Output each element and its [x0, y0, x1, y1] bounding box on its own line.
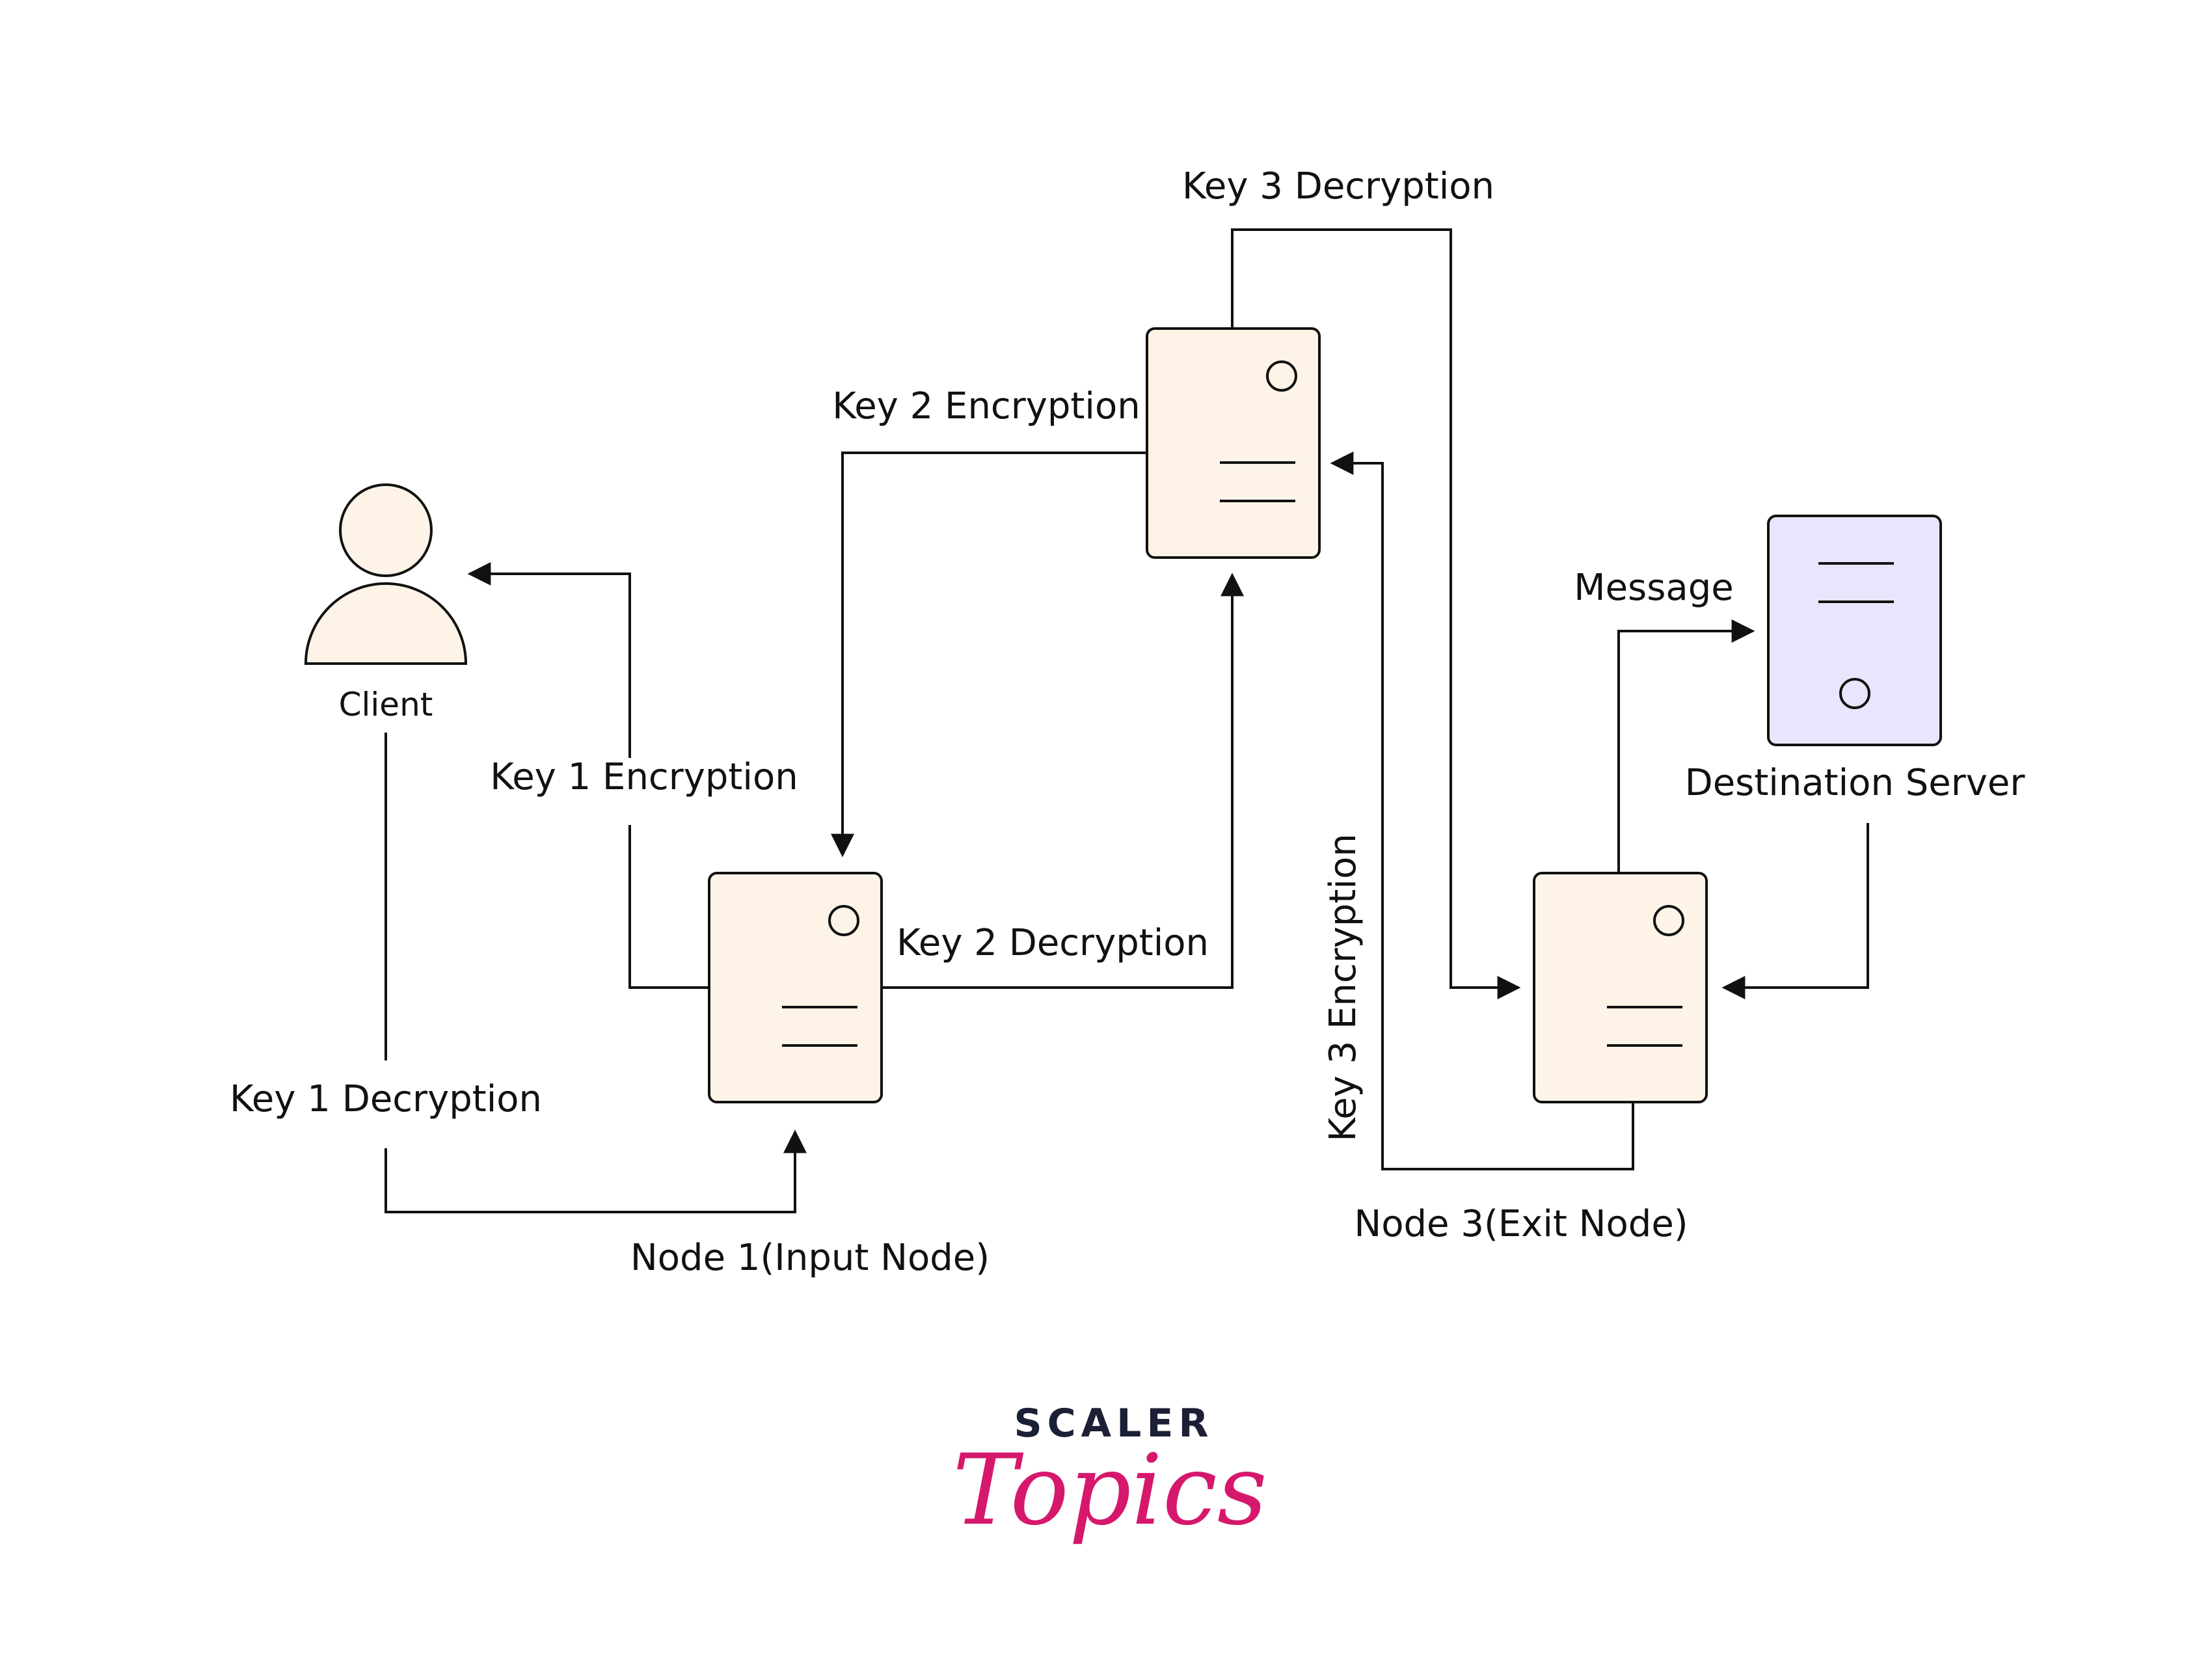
key1-decryption-label: Key 1 Decryption — [230, 1078, 542, 1120]
key2-encryption-label: Key 2 Encryption — [832, 385, 1140, 427]
key3-encryption-path — [1330, 452, 1634, 1170]
key3-decryption-path — [1231, 228, 1521, 999]
client-body — [304, 582, 468, 665]
key3-decryption-label: Key 3 Decryption — [1182, 165, 1494, 208]
key2-decryption-path — [882, 573, 1244, 989]
key1-decryption-path — [384, 1129, 807, 1213]
key3-encryption-label: Key 3 Encryption — [1322, 833, 1364, 1141]
key1-encryption-line-lower — [628, 825, 709, 989]
key2-decryption-label: Key 2 Decryption — [897, 922, 1209, 964]
client-label: Client — [339, 686, 433, 723]
node3-label: Node 3(Exit Node) — [1354, 1203, 1688, 1245]
node3-box — [1533, 872, 1708, 1103]
destination-label: Destination Server — [1685, 762, 2026, 804]
node1-label: Node 1(Input Node) — [630, 1237, 990, 1279]
node2-box — [1146, 327, 1321, 559]
client-head — [339, 483, 433, 577]
node3-server: Node 3(Exit Node) — [1354, 872, 1708, 1245]
key2-encryption-path — [831, 452, 1147, 857]
client-node: Client — [304, 483, 468, 723]
destination-led-icon — [1839, 678, 1870, 709]
node3-led-icon — [1653, 905, 1684, 936]
destination-response-path — [1721, 823, 1869, 999]
logo-scaler-text: SCALER — [1014, 1401, 1213, 1446]
destination-box — [1767, 515, 1942, 746]
node1-led-icon — [828, 905, 859, 936]
logo-topics-text: Topics — [952, 1434, 1267, 1547]
destination-server: Destination Server — [1685, 515, 2026, 804]
node2-server — [1146, 327, 1321, 559]
key1-encryption-path — [467, 562, 631, 758]
scaler-topics-logo: SCALER Topics — [952, 1401, 1267, 1547]
message-path — [1617, 619, 1755, 873]
node2-led-icon — [1266, 360, 1297, 392]
node1-box — [708, 872, 883, 1103]
key1-encryption-label: Key 1 Encryption — [490, 756, 798, 798]
node1-server: Node 1(Input Node) — [630, 872, 990, 1279]
message-label: Message — [1574, 567, 1733, 609]
